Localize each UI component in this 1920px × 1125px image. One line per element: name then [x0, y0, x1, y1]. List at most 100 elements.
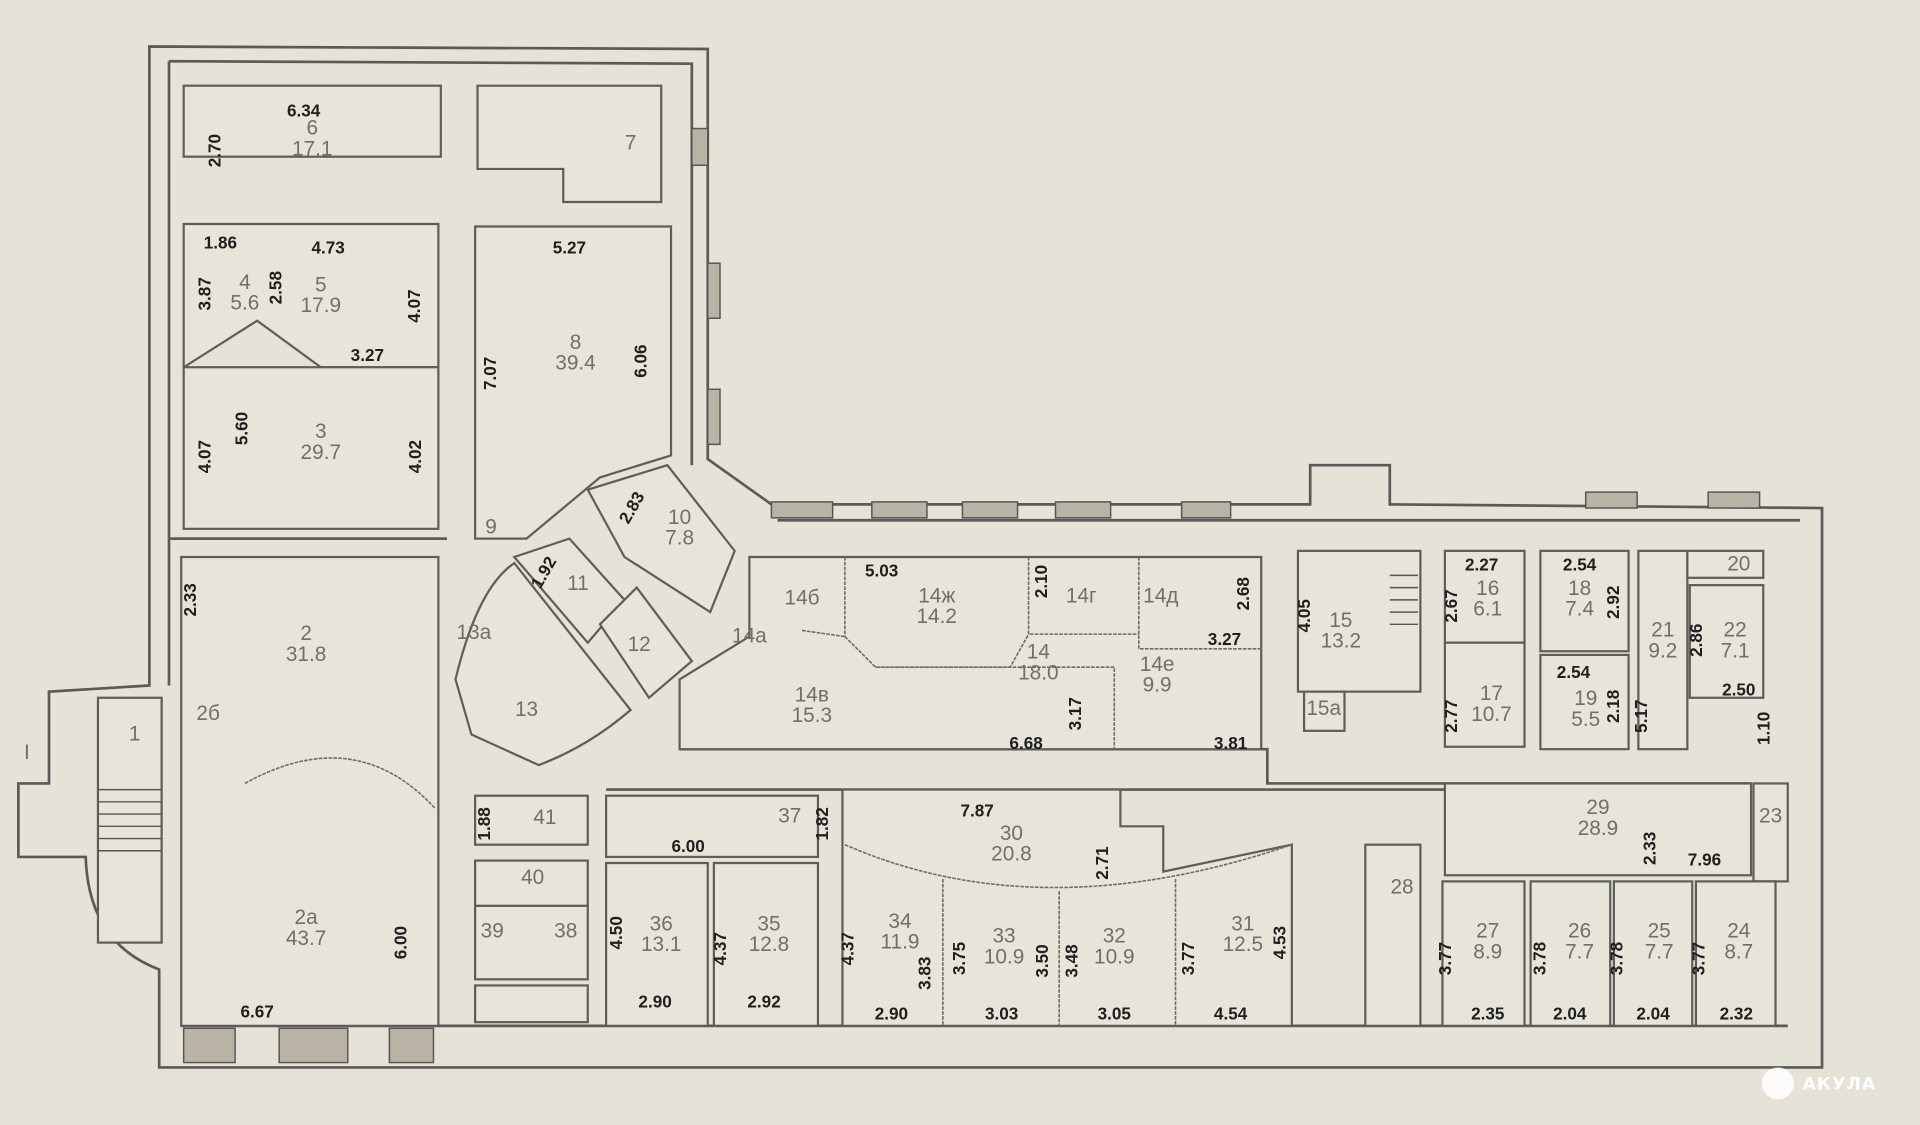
staircase-icon [97, 574, 1418, 852]
window-icon [1180, 501, 1232, 519]
room-number: 29 [1586, 796, 1609, 819]
room-area: 5.5 [1571, 708, 1600, 731]
dimension-label: 4.07 [195, 440, 215, 473]
room-number: 21 [1651, 619, 1674, 642]
room-18-outline [1539, 549, 1630, 653]
dimension-label: 4.02 [405, 440, 425, 473]
dimension-label: 2.32 [1720, 1004, 1753, 1024]
rooms [96, 84, 1789, 1027]
dimension-label: 2.33 [1640, 832, 1660, 865]
dimension-label: 5.17 [1631, 699, 1651, 732]
room-area: 17.9 [301, 294, 341, 317]
room-38-39-outline [474, 904, 589, 981]
room-area: 13.2 [1321, 630, 1361, 653]
dimension-label: 4.37 [837, 932, 857, 965]
room-area: 15.3 [792, 704, 832, 727]
dimension-label: 4.05 [1294, 599, 1314, 633]
room-area: 17.1 [292, 137, 332, 160]
window-icon [1707, 491, 1761, 509]
room-19-outline [1539, 653, 1630, 751]
room-area: 29.7 [301, 441, 341, 464]
room-7-outline [476, 84, 663, 204]
dimension-label: 2.54 [1563, 554, 1597, 574]
room-number: 38 [554, 920, 577, 943]
room-3-outline [182, 366, 440, 530]
dimension-label: 2.54 [1557, 662, 1591, 682]
dimension-label: 3.77 [1178, 942, 1198, 975]
window-icon [691, 127, 709, 166]
room-15-outline [1296, 549, 1422, 693]
room-number: 16 [1476, 577, 1499, 600]
room-number: 19 [1574, 687, 1597, 710]
window-icon [278, 1027, 349, 1064]
room-area: 10.9 [984, 945, 1024, 968]
dimension-label: 3.75 [949, 941, 969, 975]
room-8-outline [474, 225, 673, 540]
dimension-label: 1.82 [812, 807, 832, 840]
dimension-label: 2.70 [204, 134, 224, 167]
room-22-outline [1688, 584, 1765, 699]
room-number: 7 [625, 131, 637, 154]
dimension-label: 1.86 [204, 233, 237, 253]
dimension-label: 5.03 [865, 561, 898, 581]
dimension-label: 4.54 [1214, 1004, 1248, 1024]
room-10-outline [586, 463, 736, 614]
room-12-outline [598, 585, 694, 700]
room-number: 27 [1476, 920, 1499, 943]
room-number: 18 [1568, 577, 1591, 600]
dimension-label: 2.27 [1465, 554, 1498, 574]
room-number: 28 [1390, 876, 1413, 899]
window-icon [871, 501, 928, 519]
room-41-outline [474, 794, 589, 846]
dimension-label: 2.90 [638, 991, 671, 1011]
room-area: 7.7 [1645, 941, 1674, 964]
room-36-outline [605, 861, 709, 1027]
room-area: 6.1 [1473, 598, 1502, 621]
room-area: 31.8 [286, 643, 326, 666]
room-area: 7.7 [1565, 941, 1594, 964]
dimension-label: 3.03 [985, 1004, 1018, 1024]
room-number: 13 [515, 698, 538, 721]
room-area: 28.9 [1578, 817, 1618, 840]
room-area: 8.7 [1724, 941, 1753, 964]
dimension-label: 5.27 [553, 237, 586, 257]
room-number: 11 [567, 572, 589, 595]
room-number: 2а [295, 906, 319, 929]
inner-wall-left [167, 59, 694, 686]
room-number: 2б [196, 702, 220, 725]
room-number: 15 [1329, 609, 1352, 632]
room-28-outline [1364, 843, 1422, 1027]
dimension-label: 2.86 [1686, 624, 1706, 657]
rooms-31-34-partitions [942, 878, 1177, 1026]
room-area: 8.9 [1473, 941, 1502, 964]
room-area: 12.5 [1223, 933, 1263, 956]
dimension-label: 1.88 [474, 807, 494, 840]
dimension-label: 6.34 [287, 100, 321, 120]
room-27-outline [1441, 880, 1526, 1027]
room-area: 13.1 [641, 933, 681, 956]
dimension-label: 7.87 [960, 801, 993, 821]
room-area: 7.8 [665, 527, 694, 550]
room-number: 2 [300, 622, 312, 645]
room-area: 43.7 [286, 927, 326, 950]
room-number: 40 [521, 866, 544, 889]
room-2-arc [244, 757, 436, 809]
window-icon [1584, 491, 1638, 509]
dimension-label: 2.77 [1441, 699, 1461, 732]
room-26-outline [1529, 880, 1612, 1027]
dimension-label: 3.77 [1688, 942, 1708, 975]
room-6-outline [182, 84, 442, 158]
room-number: 22 [1724, 619, 1747, 642]
dimension-label: 6.67 [240, 1001, 273, 1021]
dimension-label: 3.27 [1208, 629, 1241, 649]
room-29-outline [1443, 782, 1753, 877]
dimension-label: 3.87 [195, 277, 215, 310]
dimension-label: 6.68 [1009, 733, 1042, 753]
window-icon [707, 388, 721, 446]
room-area: 12.8 [749, 933, 789, 956]
room-24-outline [1694, 880, 1777, 1027]
windows [182, 127, 1761, 1064]
dimension-label: 4.73 [311, 237, 344, 257]
dimension-label: 7.96 [1688, 849, 1721, 869]
room-number: 23 [1759, 805, 1782, 828]
